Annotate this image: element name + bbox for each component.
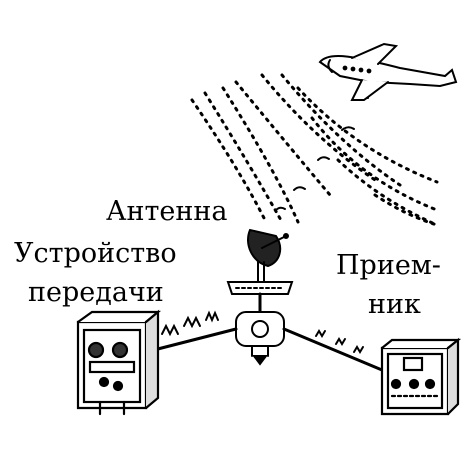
receiver-label-line2: ник [368,289,421,320]
transmitter-label-line1: Устройство [14,238,177,269]
tx-pulses [161,310,219,337]
transmitter-box-icon [76,309,162,416]
echo-pulses [275,95,369,211]
radio-waves [190,73,439,227]
duplexer-icon [235,311,285,366]
receiver-box-icon [380,337,462,416]
airplane-icon [318,42,458,101]
radar-dish-icon [226,228,294,295]
rx-pulses [315,329,364,354]
rx-line [282,327,384,372]
tx-line [144,327,238,354]
receiver-label-line1: Прием- [336,250,441,281]
antenna-label: Антенна [106,196,228,227]
transmitter-label-line2: передачи [28,277,164,308]
